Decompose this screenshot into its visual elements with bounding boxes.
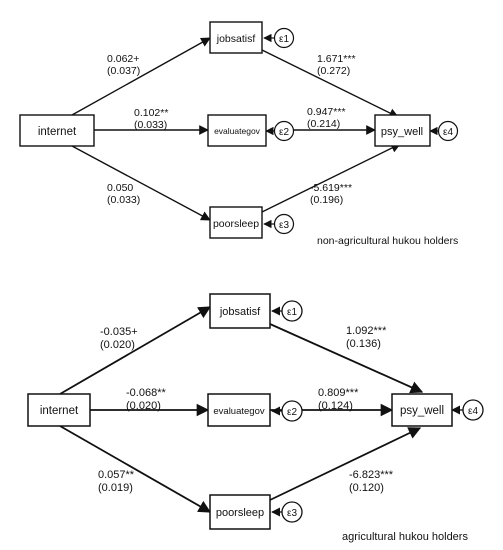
error-e3: ε3 (273, 213, 295, 235)
error-label: ε4 (443, 127, 453, 138)
node-label: psy_well (400, 405, 444, 417)
error-label: ε3 (279, 220, 289, 231)
standard-error: (0.120) (349, 482, 384, 494)
error-label: ε2 (287, 407, 297, 418)
node-poorsleep: poorsleep (209, 494, 271, 530)
coefficient: -0.035+ (100, 326, 138, 338)
path-jobsatisf-psy-well (261, 49, 399, 118)
error-e3: ε3 (281, 501, 303, 523)
node-internet: internet (19, 114, 95, 147)
coef-internet-poorsleep: 0.057** (0.019) (98, 469, 135, 494)
standard-error: (0.272) (317, 65, 350, 77)
coef-internet-jobsatisf: 0.062+ (0.037) (107, 53, 140, 77)
path-internet-poorsleep (71, 145, 211, 221)
coefficient: 0.809*** (318, 387, 359, 399)
standard-error: (0.033) (107, 194, 140, 206)
node-psy-well: psy_well (391, 393, 453, 427)
error-e1: ε1 (281, 300, 303, 322)
coefficient: -6.823*** (349, 469, 394, 481)
path-poorsleep-psy-well (269, 427, 422, 501)
node-label: poorsleep (213, 218, 259, 230)
node-internet: internet (27, 393, 91, 427)
path-internet-poorsleep (59, 425, 212, 513)
error-e2: ε2 (281, 400, 303, 422)
error-e4: ε4 (437, 120, 459, 142)
node-jobsatisf: jobsatisf (209, 293, 271, 329)
node-label: internet (40, 405, 79, 417)
path-jobsatisf-psy-well (269, 323, 424, 394)
node-label: poorsleep (216, 507, 264, 519)
coef-jobsatisf-psy-well: 1.092*** (0.136) (346, 325, 387, 350)
panel-non-agricultural: internet jobsatisf evaluategov poorsleep… (19, 21, 459, 247)
panel-caption: agricultural hukou holders (342, 531, 468, 543)
error-label: ε2 (279, 127, 289, 138)
path-poorsleep-psy-well (261, 143, 401, 213)
coef-internet-jobsatisf: -0.035+ (0.020) (100, 326, 138, 351)
error-label: ε4 (468, 406, 478, 417)
coef-poorsleep-psy-well: -6.823*** (0.120) (349, 469, 394, 494)
path-internet-jobsatisf (71, 37, 211, 116)
standard-error: (0.019) (98, 482, 133, 494)
panel-agricultural: internet jobsatisf evaluategov poorsleep… (27, 293, 484, 543)
coefficient: 0.947*** (307, 106, 346, 118)
node-evaluategov: evaluategov (207, 393, 271, 427)
node-label: jobsatisf (216, 33, 256, 45)
node-label: psy_well (381, 126, 423, 138)
panel-caption: non-agricultural hukou holders (317, 235, 458, 247)
node-label: internet (38, 126, 77, 138)
standard-error: (0.214) (307, 118, 340, 130)
standard-error: (0.136) (346, 338, 381, 350)
node-psy-well: psy_well (374, 114, 431, 147)
coefficient: 0.062+ (107, 53, 139, 65)
coefficient: 1.671*** (317, 53, 356, 65)
node-jobsatisf: jobsatisf (209, 21, 263, 54)
error-label: ε1 (279, 34, 289, 45)
standard-error: (0.037) (107, 65, 140, 77)
coefficient: -5.619*** (310, 182, 352, 194)
error-e2: ε2 (273, 120, 295, 142)
coefficient: -0.068** (126, 387, 166, 399)
node-label: evaluategov (214, 126, 261, 136)
coef-evaluategov-psy-well: 0.809*** (0.124) (318, 387, 359, 412)
coef-internet-poorsleep: 0.050 (0.033) (107, 182, 140, 206)
coef-poorsleep-psy-well: -5.619*** (0.196) (310, 182, 352, 206)
coef-jobsatisf-psy-well: 1.671*** (0.272) (317, 53, 356, 77)
coef-evaluategov-psy-well: 0.947*** (0.214) (307, 106, 346, 130)
node-label: evaluategov (213, 406, 264, 417)
coefficient: 0.050 (107, 182, 133, 194)
node-label: jobsatisf (219, 306, 261, 318)
coef-internet-evaluategov: -0.068** (0.020) (126, 387, 166, 412)
error-label: ε3 (287, 508, 297, 519)
coefficient: 0.057** (98, 469, 135, 481)
standard-error: (0.020) (126, 400, 161, 412)
path-internet-jobsatisf (59, 306, 212, 395)
standard-error: (0.033) (134, 119, 167, 131)
error-label: ε1 (287, 307, 297, 318)
standard-error: (0.196) (310, 194, 343, 206)
node-poorsleep: poorsleep (209, 206, 263, 239)
standard-error: (0.124) (318, 400, 353, 412)
coef-internet-evaluategov: 0.102** (0.033) (134, 107, 168, 131)
node-evaluategov: evaluategov (207, 114, 267, 147)
standard-error: (0.020) (100, 339, 135, 351)
error-e4: ε4 (462, 399, 484, 421)
coefficient: 1.092*** (346, 325, 387, 337)
coefficient: 0.102** (134, 107, 168, 119)
error-e1: ε1 (273, 27, 295, 49)
